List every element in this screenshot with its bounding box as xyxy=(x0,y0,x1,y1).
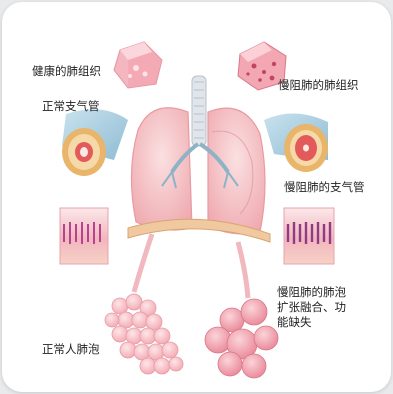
copd-bronchiole xyxy=(238,242,248,298)
copd-bronchus-tube xyxy=(264,113,328,172)
copd-alveoli-cluster xyxy=(205,299,278,378)
label-copd-tissue: 慢阻肺的肺组织 xyxy=(278,78,359,93)
diagram-card: 健康的肺组织 正常支气管 慢阻肺的肺组织 慢阻肺的支气管 慢阻肺的肺泡 扩张融合… xyxy=(2,2,391,392)
healthy-tissue-block xyxy=(114,42,162,88)
copd-tissue-section xyxy=(284,208,334,264)
label-healthy-tissue: 健康的肺组织 xyxy=(32,64,101,79)
label-copd-bronchus: 慢阻肺的支气管 xyxy=(284,180,365,195)
normal-alveoli-cluster xyxy=(105,294,183,374)
normal-bronchus-tube xyxy=(62,109,128,176)
lung-illustration xyxy=(2,2,391,392)
label-normal-alveoli: 正常人肺泡 xyxy=(42,342,100,357)
normal-tissue-section xyxy=(60,208,108,264)
label-copd-alveoli: 慢阻肺的肺泡 扩张融合、功 能缺失 xyxy=(277,285,346,330)
label-normal-bronchus: 正常支气管 xyxy=(42,99,100,114)
normal-bronchiole xyxy=(134,234,152,292)
